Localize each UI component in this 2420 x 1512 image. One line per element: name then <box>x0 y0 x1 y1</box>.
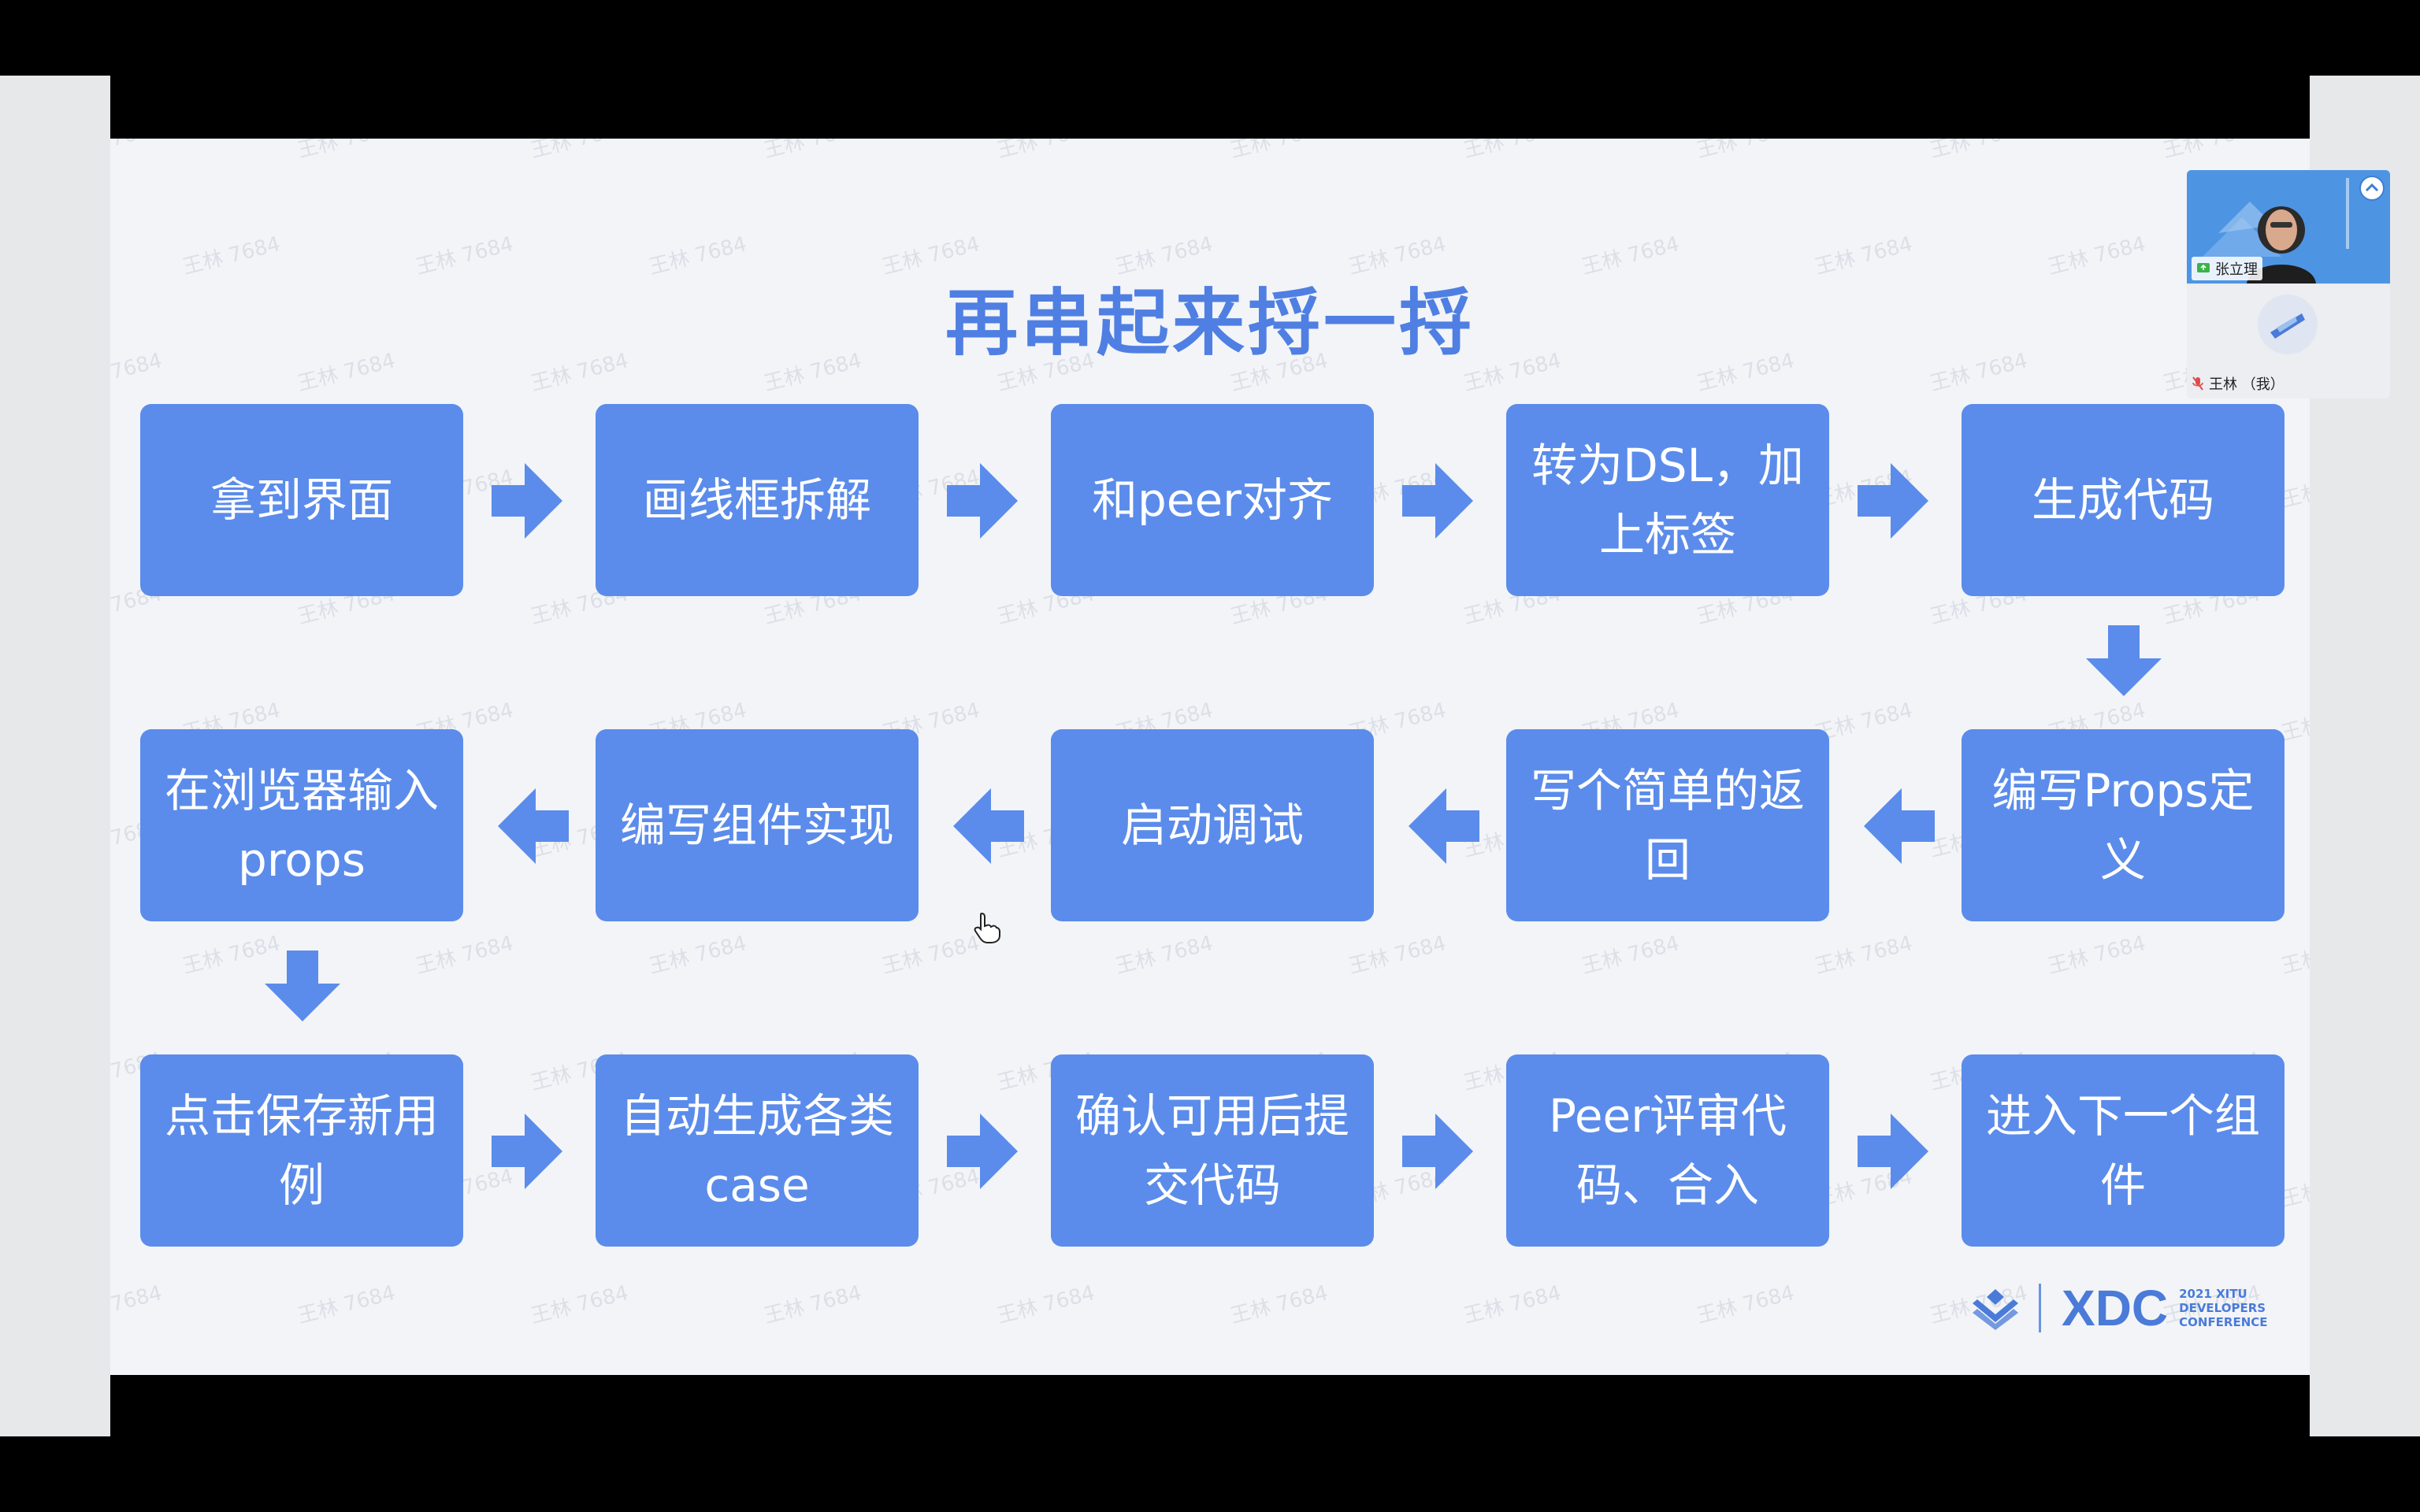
slide-title: 再串起来捋一捋 <box>945 281 1475 365</box>
watermark-text: 王林 7684 <box>761 139 864 163</box>
watermark-text: 王林 7684 <box>413 932 516 979</box>
slide-bottom-bar <box>110 1375 2310 1436</box>
watermark-text: 王林 7684 <box>994 139 1097 163</box>
watermark-text: 王林 7684 <box>2160 139 2263 163</box>
arrow-right-icon <box>1402 1114 1473 1189</box>
watermark-text: 王林 7684 <box>1227 1281 1331 1329</box>
arrow-down-icon <box>2086 625 2162 696</box>
meeting-video-panel: 张立理 王林 （我） <box>2187 170 2390 398</box>
arrow-right-icon <box>492 1114 562 1189</box>
logo-text: XDC <box>2062 1280 2169 1336</box>
participant-tag-self: 王林 （我） <box>2192 373 2285 394</box>
logo-subtitle-line: CONFERENCE <box>2179 1315 2268 1329</box>
step-10-box: 在浏览器输入props <box>140 729 463 921</box>
hand-cursor-icon <box>974 912 1000 943</box>
arrow-left-icon <box>1409 788 1479 864</box>
step-15-box: 进入下一个组件 <box>1962 1054 2285 1247</box>
step-3-box: 和peer对齐 <box>1051 404 1374 596</box>
arrow-left-icon <box>498 788 569 864</box>
watermark-text: 王林 7684 <box>1461 1281 1564 1329</box>
watermark-text: 王林 7684 <box>994 1281 1097 1329</box>
watermark-text: 王林 7684 <box>528 139 631 163</box>
arrow-right-icon <box>947 463 1018 539</box>
watermark-text: 王林 7684 <box>879 932 982 979</box>
step-7-box: 写个简单的返回 <box>1506 729 1829 921</box>
step-4-box: 转为DSL，加上标签 <box>1506 404 1829 596</box>
watermark-text: 王林 7684 <box>2045 932 2148 979</box>
step-8-box: 启动调试 <box>1051 729 1374 921</box>
xdc-logo: XDC 2021 XITU DEVELOPERS CONFERENCE <box>1969 1273 2268 1343</box>
watermark-text: 王林 7684 <box>1579 932 1682 979</box>
participant-name: 张立理 <box>2215 261 2258 278</box>
arrow-right-icon <box>1858 1114 1928 1189</box>
step-11-box: 点击保存新用例 <box>140 1054 463 1247</box>
speaker-video <box>2187 170 2390 284</box>
watermark-text: 王林 7684 <box>528 1281 631 1329</box>
watermark-text: 王林 7684 <box>761 1281 864 1329</box>
watermark-text: 王林 7684 <box>2278 932 2310 979</box>
watermark-text: 王林 7684 <box>1812 932 1915 979</box>
video-tile-self[interactable]: 王林 （我） <box>2187 285 2390 398</box>
watermark-text: 王林 7684 <box>1927 139 2030 163</box>
step-6-box: 编写Props定义 <box>1962 729 2285 921</box>
arrow-left-icon <box>953 788 1024 864</box>
watermark-text: 王林 7684 <box>1112 932 1216 979</box>
arrow-right-icon <box>492 463 562 539</box>
watermark-text: 王林 7684 <box>295 1281 398 1329</box>
arrow-right-icon <box>1858 463 1928 539</box>
arrow-left-icon <box>1864 788 1935 864</box>
arrow-right-icon <box>1402 463 1473 539</box>
watermark-text: 王林 7684 <box>110 139 165 164</box>
collapse-chevron-icon[interactable] <box>2359 175 2385 202</box>
logo-subtitle-line: 2021 XITU <box>2179 1287 2247 1301</box>
letterbox-top <box>0 0 2420 76</box>
watermark-text: 王林 7684 <box>1345 932 1449 979</box>
arrow-down-icon <box>265 951 340 1021</box>
step-9-box: 编写组件实现 <box>596 729 919 921</box>
watermark-text: 王林 7684 <box>1227 139 1331 163</box>
step-14-box: Peer评审代码、合入 <box>1506 1054 1829 1247</box>
presentation-slide: 王林 7684 王林 7684 王林 7684 王林 7684 王林 7684 王林 76… <box>110 139 2310 1375</box>
logo-separator <box>2039 1284 2041 1332</box>
avatar <box>2258 295 2318 354</box>
watermark-text: 王林 7684 <box>1694 139 1797 163</box>
step-13-box: 确认可用后提交代码 <box>1051 1054 1374 1247</box>
logo-subtitle: 2021 XITU DEVELOPERS CONFERENCE <box>2179 1287 2267 1329</box>
participant-tag-speaker: 张立理 <box>2192 257 2262 280</box>
step-12-box: 自动生成各类case <box>596 1054 919 1247</box>
logo-subtitle-line: DEVELOPERS <box>2179 1301 2266 1315</box>
letterbox-bottom <box>0 1436 2420 1512</box>
step-2-box: 画线框拆解 <box>596 404 919 596</box>
slide-top-bar <box>110 76 2310 139</box>
watermark-text: 王林 7684 <box>1694 1281 1797 1329</box>
watermark-text: 王林 7684 <box>646 932 749 979</box>
xdc-mark-icon <box>1973 1289 2018 1330</box>
step-5-box: 生成代码 <box>1962 404 2285 596</box>
watermark-text: 王林 7684 <box>1461 139 1564 163</box>
participant-name: 王林 （我） <box>2209 376 2285 393</box>
mic-muted-icon <box>2192 376 2203 391</box>
watermark-text: 王林 7684 <box>110 1281 165 1329</box>
step-1-box: 拿到界面 <box>140 404 463 596</box>
screen-share-icon <box>2197 263 2210 272</box>
screen-margin-left <box>0 76 110 1436</box>
watermark-text: 王林 7684 <box>295 139 398 163</box>
video-tile-speaker[interactable]: 张立理 <box>2187 170 2390 284</box>
arrow-right-icon <box>947 1114 1018 1189</box>
